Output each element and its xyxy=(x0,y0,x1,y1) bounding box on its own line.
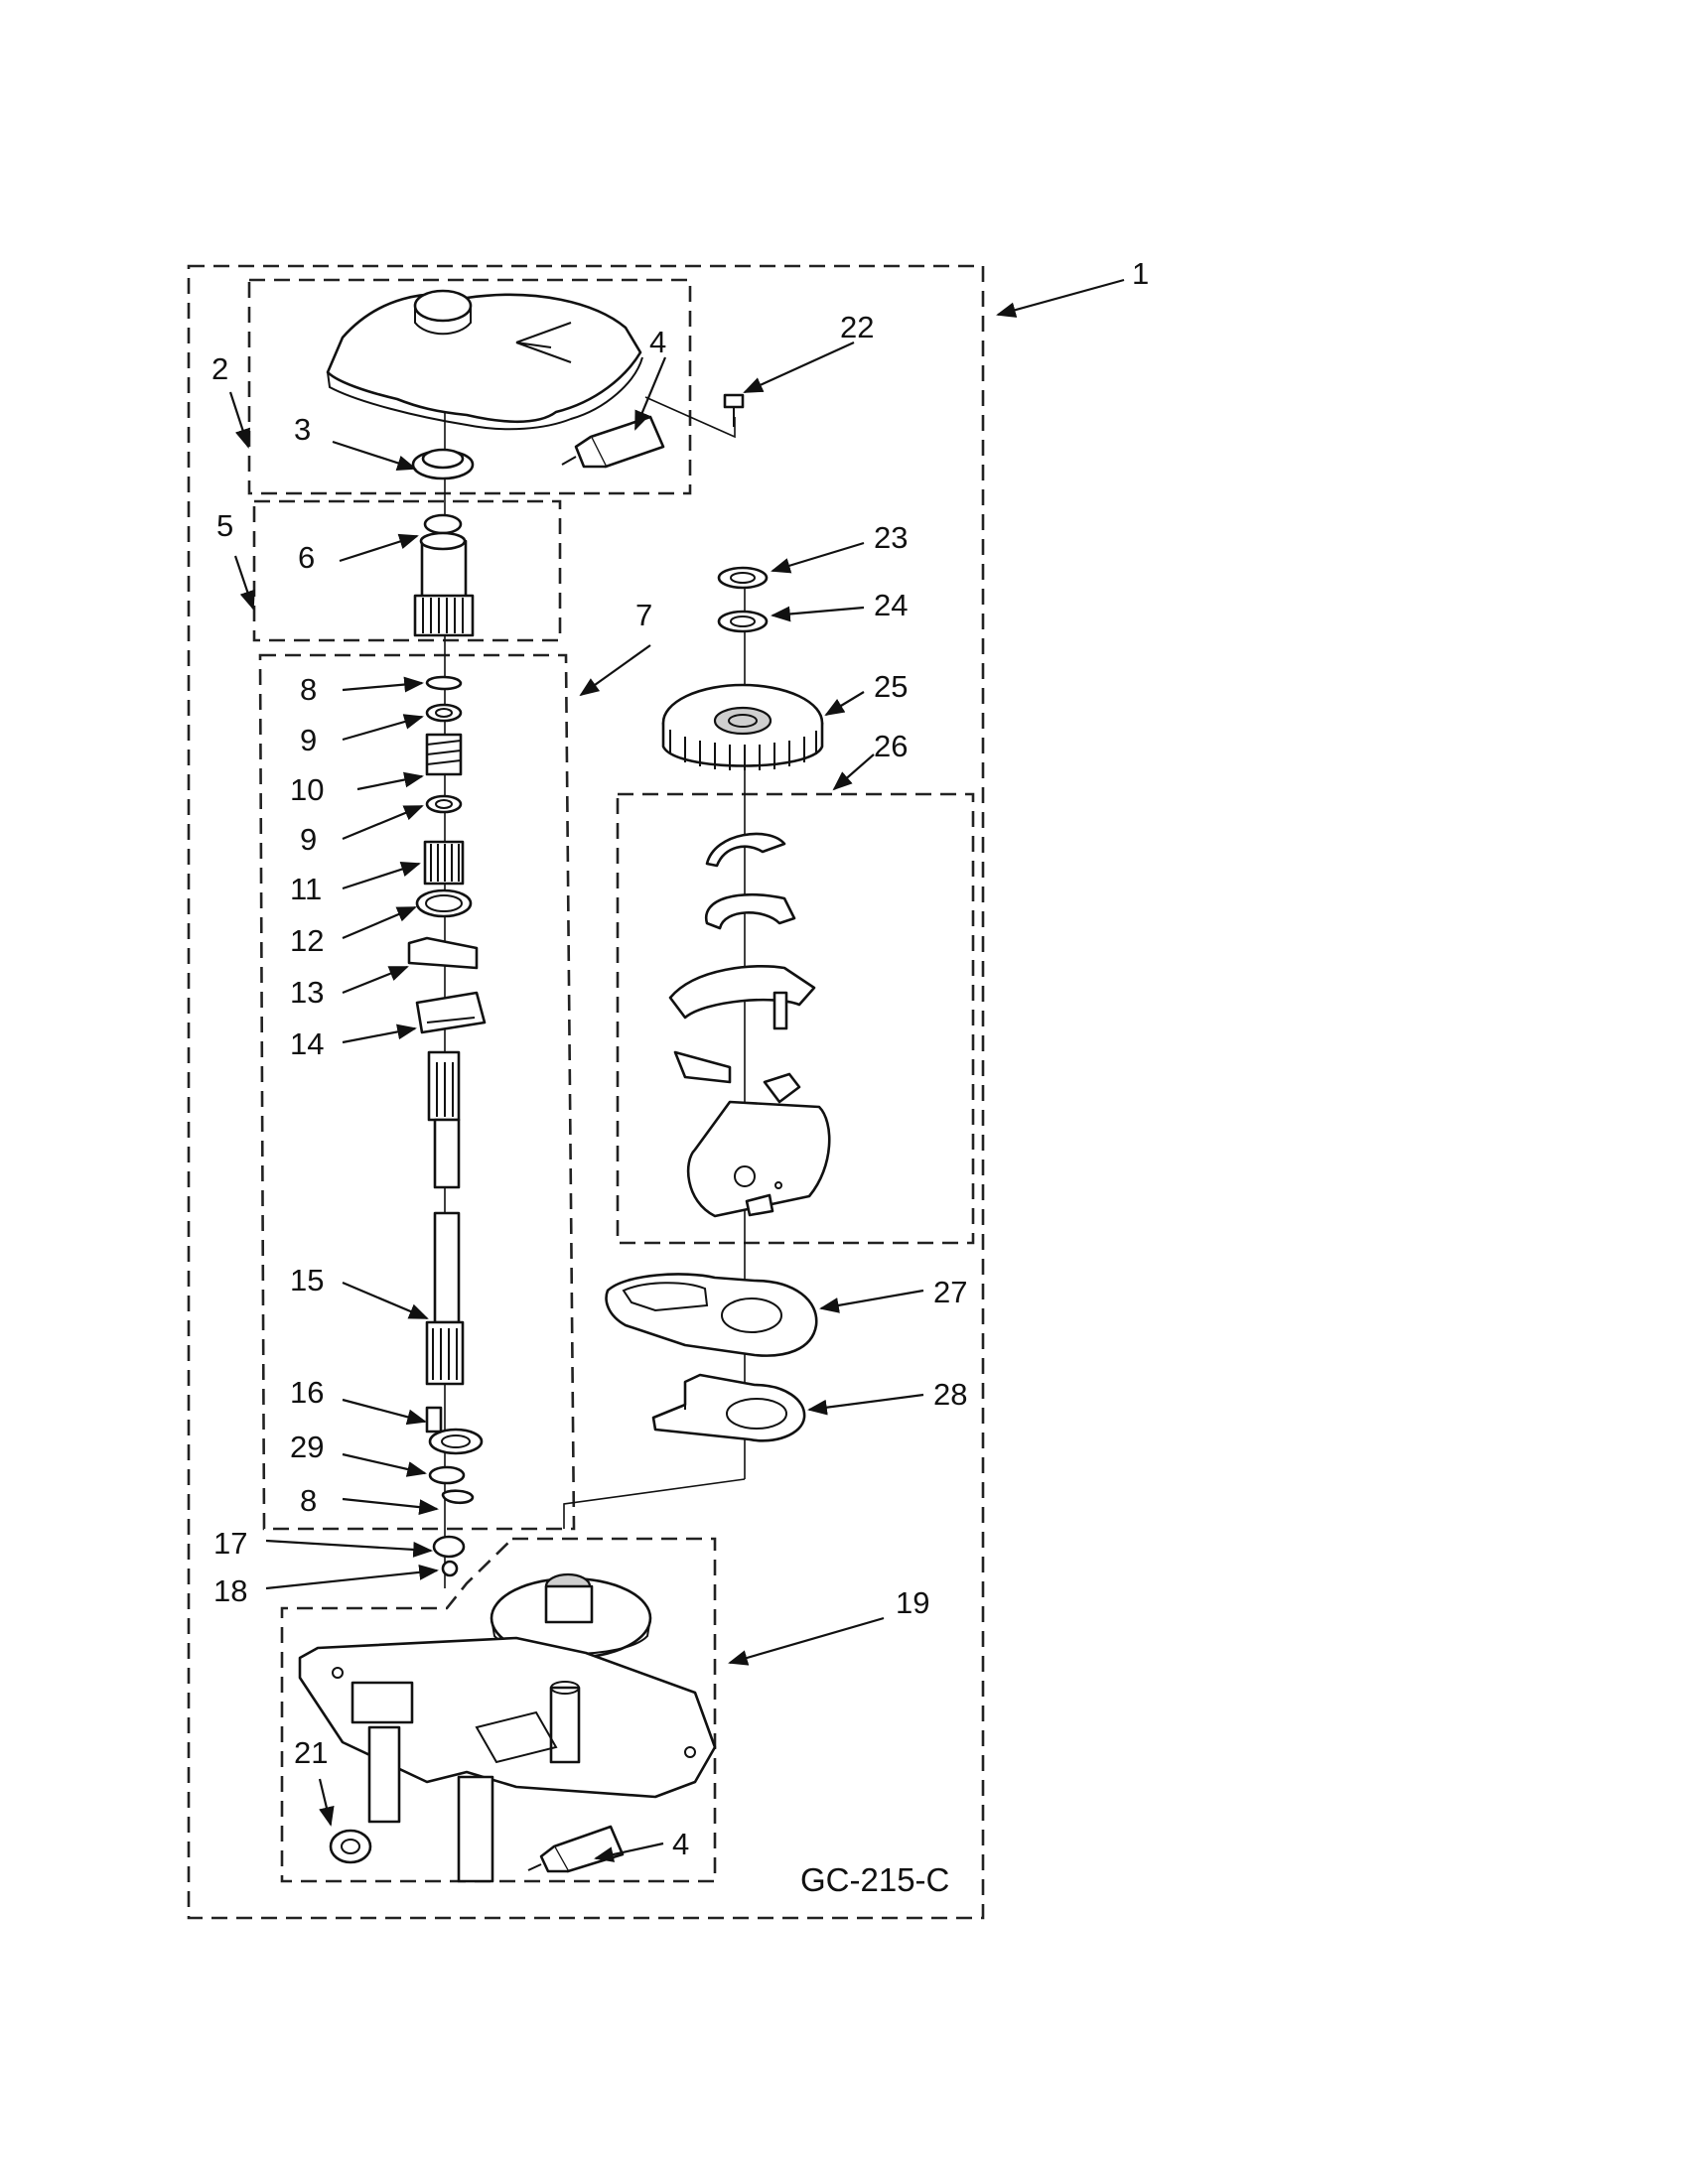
callout-27: 27 xyxy=(933,1275,967,1309)
callout-18: 18 xyxy=(213,1573,247,1608)
callout-4-top: 4 xyxy=(649,325,666,359)
callout-11: 11 xyxy=(290,872,322,906)
callout-4-bottom: 4 xyxy=(672,1827,689,1861)
callout-29: 29 xyxy=(290,1430,324,1464)
axis-link xyxy=(563,1478,746,1529)
callout-25: 25 xyxy=(874,669,908,704)
gearcase-cover-part xyxy=(326,289,643,431)
callout-1: 1 xyxy=(1132,256,1149,291)
callout-6: 6 xyxy=(298,540,315,575)
callout-28: 28 xyxy=(933,1377,967,1412)
shift-lever-part xyxy=(605,1273,818,1357)
shaft-components-stack xyxy=(415,675,473,918)
callout-17: 17 xyxy=(213,1526,247,1561)
callout-19: 19 xyxy=(896,1585,929,1620)
callout-7: 7 xyxy=(635,598,652,632)
assembly-box-2 xyxy=(247,278,692,495)
gearcase-base-part xyxy=(298,1572,717,1883)
assembly-box-7 xyxy=(258,653,576,1531)
cam-part xyxy=(407,936,487,1034)
assembly-box-5 xyxy=(252,499,562,642)
callout-3: 3 xyxy=(294,412,311,447)
callout-13: 13 xyxy=(290,975,324,1010)
screw-part xyxy=(723,393,745,427)
callout-9-top: 9 xyxy=(300,723,317,757)
callout-9-bottom: 9 xyxy=(300,822,317,857)
callout-8-top: 8 xyxy=(300,672,317,707)
callout-5: 5 xyxy=(216,508,233,543)
brake-cam-assembly-part xyxy=(668,832,831,1218)
callout-12: 12 xyxy=(290,923,324,958)
callout-14: 14 xyxy=(290,1026,324,1061)
agitator-shaft-part xyxy=(425,1050,465,1386)
grease-tube-part xyxy=(561,415,665,469)
callout-16: 16 xyxy=(290,1375,324,1410)
right-washers xyxy=(717,566,769,633)
assembly-box-19 xyxy=(280,1537,717,1883)
large-gear-part xyxy=(661,683,824,770)
callout-23: 23 xyxy=(874,520,908,555)
callout-24: 24 xyxy=(874,588,908,622)
callout-21: 21 xyxy=(294,1735,328,1770)
grease-tube-bottom-part xyxy=(527,1825,625,1873)
drawing-code: GC-215-C xyxy=(800,1861,949,1898)
drive-tube-part xyxy=(413,513,475,637)
bracket-part xyxy=(651,1373,806,1442)
callout-2: 2 xyxy=(211,351,228,386)
callout-22: 22 xyxy=(840,310,874,344)
assembly-box-26 xyxy=(616,792,975,1245)
callout-10: 10 xyxy=(290,772,324,807)
assembly-box-1 xyxy=(187,264,985,1920)
seal-part xyxy=(411,448,475,480)
callout-26: 26 xyxy=(874,729,908,763)
lower-shaft-parts xyxy=(425,1406,484,1577)
small-seal-part xyxy=(329,1829,372,1864)
callout-15: 15 xyxy=(290,1263,324,1297)
callout-8-bottom: 8 xyxy=(300,1483,317,1518)
axis-screw xyxy=(644,396,736,439)
